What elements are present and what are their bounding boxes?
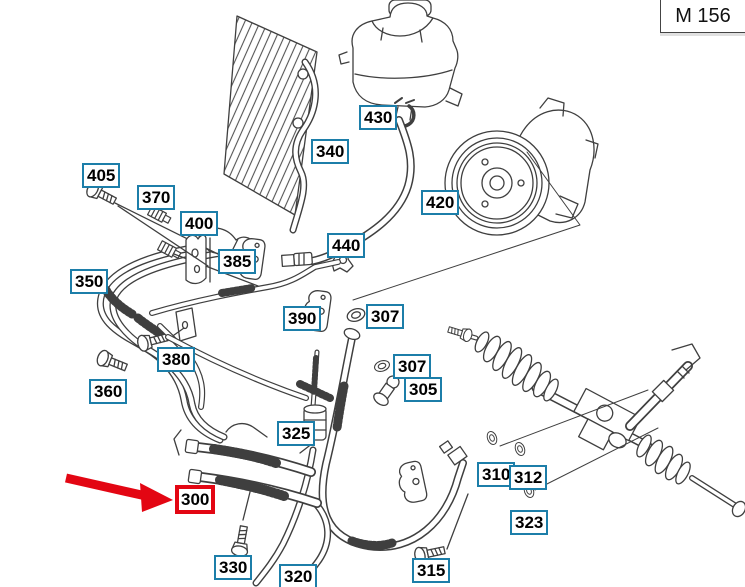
part-label-350[interactable]: 350 <box>70 269 109 294</box>
washer-310-drawing <box>484 429 500 447</box>
bolt-360-drawing <box>94 348 130 376</box>
part-label-440[interactable]: 440 <box>327 233 366 258</box>
bolt-330-drawing <box>230 491 253 559</box>
part-label-390[interactable]: 390 <box>283 306 322 331</box>
leader-pump-to-ring <box>352 151 581 301</box>
part-label-330[interactable]: 330 <box>214 555 253 580</box>
part-label-310[interactable]: 310 <box>477 462 516 487</box>
part-label-420[interactable]: 420 <box>421 190 460 215</box>
part-label-400[interactable]: 400 <box>180 211 219 236</box>
part-label-325[interactable]: 325 <box>277 421 316 446</box>
part-label-300[interactable]: 300 <box>175 485 216 514</box>
seal-ring-307-upper-drawing <box>344 305 368 325</box>
hose-assembly-300-drawing <box>173 422 322 508</box>
part-label-323[interactable]: 323 <box>510 510 549 535</box>
part-label-307-upper[interactable]: 307 <box>366 304 405 329</box>
steering-rack-drawing <box>446 322 745 518</box>
model-title: M 156 <box>675 4 731 27</box>
banjo-bolt-305-drawing <box>373 375 400 407</box>
reservoir-drawing <box>338 0 463 121</box>
part-label-370[interactable]: 370 <box>137 185 176 210</box>
seal-ring-307-lower-drawing <box>372 358 392 374</box>
part-label-320[interactable]: 320 <box>279 564 318 587</box>
part-label-340[interactable]: 340 <box>311 139 350 164</box>
part-label-360[interactable]: 360 <box>89 379 128 404</box>
bolt-315-drawing <box>412 493 469 565</box>
model-designation-box: M 156 <box>660 0 745 33</box>
part-label-380[interactable]: 380 <box>157 347 196 372</box>
part-label-312[interactable]: 312 <box>509 465 548 490</box>
part-label-307-lower[interactable]: 307 <box>393 354 432 379</box>
part-label-405[interactable]: 405 <box>82 163 121 188</box>
power-steering-pump-drawing <box>444 97 599 236</box>
seal-312-drawing <box>512 440 528 458</box>
oil-cooler-drawing <box>223 15 319 234</box>
bolt-405-drawing <box>83 179 209 267</box>
part-label-385[interactable]: 385 <box>218 249 257 274</box>
part-label-430[interactable]: 430 <box>359 105 398 130</box>
highlight-arrow <box>65 473 173 512</box>
part-label-315[interactable]: 315 <box>412 558 451 583</box>
return-pipe-drawing <box>149 259 341 316</box>
part-label-305[interactable]: 305 <box>404 377 443 402</box>
bracket-310-drawing <box>394 459 429 506</box>
